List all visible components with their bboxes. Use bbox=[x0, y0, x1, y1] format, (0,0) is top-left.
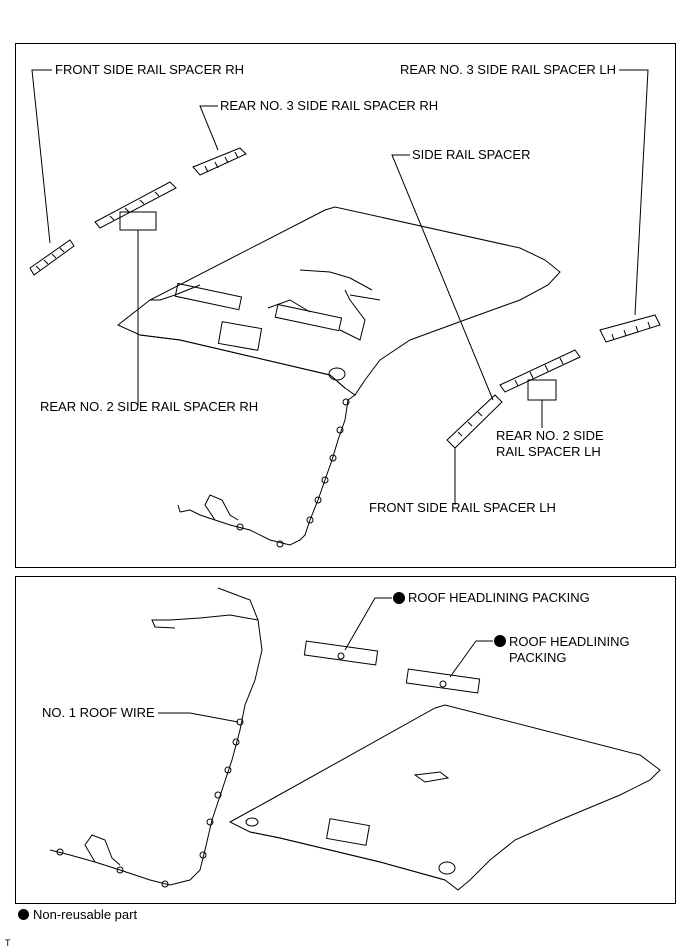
bottom-illustration-panel bbox=[15, 576, 676, 904]
non-reusable-marker bbox=[393, 592, 405, 604]
label-front-side-rail-spacer-rh: FRONT SIDE RAIL SPACER RH bbox=[55, 62, 244, 77]
label-rear-no2-side-rail-spacer-lh-line1: REAR NO. 2 SIDE bbox=[496, 428, 604, 443]
roof-headliner-bottom bbox=[228, 704, 661, 891]
label-rear-no2-side-rail-spacer-rh: REAR NO. 2 SIDE RAIL SPACER RH bbox=[40, 399, 258, 414]
headliner-hole bbox=[438, 861, 456, 875]
headliner-hole bbox=[245, 817, 259, 827]
label-rear-no3-side-rail-spacer-rh: REAR NO. 3 SIDE RAIL SPACER RH bbox=[220, 98, 438, 113]
leader-no1-roof-wire bbox=[158, 712, 239, 723]
roof-wire-bottom bbox=[49, 587, 263, 888]
roof-headlining-packing-part-1 bbox=[303, 640, 379, 666]
headliner-packing-strip bbox=[274, 303, 343, 332]
label-no1-roof-wire: NO. 1 ROOF WIRE bbox=[42, 705, 155, 720]
rear-no2-side-rail-spacer-rh-part bbox=[94, 181, 177, 229]
leader-roof-headlining-packing-1 bbox=[344, 597, 392, 651]
rear-no2-side-rail-spacer-lh-part bbox=[499, 349, 581, 393]
roof-wire-top bbox=[177, 394, 356, 548]
non-reusable-legend-icon bbox=[18, 909, 29, 920]
label-roof-headlining-packing-2-line1: ROOF HEADLINING bbox=[509, 634, 630, 649]
headliner-opening bbox=[217, 321, 263, 351]
corner-code: T bbox=[5, 938, 11, 948]
leader-roof-headlining-packing-2 bbox=[449, 640, 493, 678]
label-side-rail-spacer: SIDE RAIL SPACER bbox=[412, 147, 530, 162]
headliner-packing-strip bbox=[174, 282, 243, 311]
label-rear-no2-side-rail-spacer-lh-line2: RAIL SPACER LH bbox=[496, 444, 601, 459]
label-roof-headlining-packing-2-line2: PACKING bbox=[509, 650, 567, 665]
label-front-side-rail-spacer-lh: FRONT SIDE RAIL SPACER LH bbox=[369, 500, 556, 515]
label-roof-headlining-packing-1: ROOF HEADLINING PACKING bbox=[408, 590, 590, 605]
front-side-rail-spacer-lh-part bbox=[446, 394, 503, 449]
leader-front-side-rail-spacer-rh bbox=[31, 69, 52, 244]
leader-rear-no3-lh bbox=[619, 69, 649, 316]
rear-no3-side-rail-spacer-rh-part bbox=[192, 147, 247, 176]
headliner-opening bbox=[325, 818, 371, 846]
legend-text: Non-reusable part bbox=[33, 907, 138, 922]
top-illustration-panel bbox=[15, 43, 676, 568]
rear-no3-side-rail-spacer-lh-part bbox=[599, 314, 661, 343]
front-side-rail-spacer-rh-part bbox=[29, 239, 75, 276]
roof-headliner-top bbox=[117, 206, 561, 396]
rear-no2-lh-tag bbox=[527, 379, 557, 401]
label-rear-no3-side-rail-spacer-lh: REAR NO. 3 SIDE RAIL SPACER LH bbox=[400, 62, 616, 77]
non-reusable-marker bbox=[494, 635, 506, 647]
leader-rear-no3-rh bbox=[199, 105, 219, 151]
leader-side-rail-spacer bbox=[391, 154, 494, 401]
legend: Non-reusable part bbox=[18, 907, 137, 922]
headliner-hole bbox=[328, 367, 346, 381]
roof-headlining-packing-part-2 bbox=[405, 668, 481, 694]
